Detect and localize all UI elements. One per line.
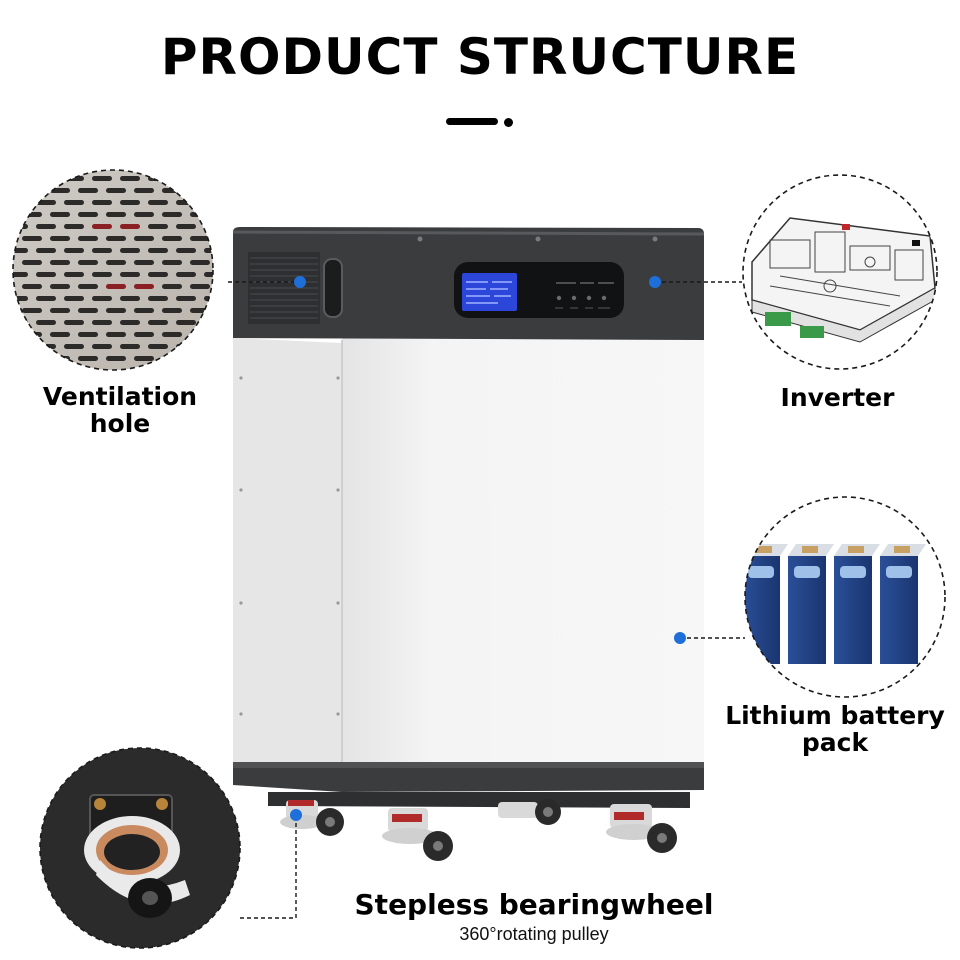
- battery-marker-dot: [674, 632, 686, 644]
- wheel-front-left: [382, 808, 453, 861]
- lcd-text-lines: [466, 281, 512, 304]
- cabinet-side-panel: [233, 338, 342, 790]
- panel-buttons: [556, 295, 607, 301]
- cabinet-base-plate: [268, 792, 690, 808]
- wheel-marker-dot: [290, 809, 302, 821]
- cabinet: [232, 227, 705, 861]
- wheel-label: Stepless bearingwheel: [354, 888, 714, 921]
- ventilation-zoom-image: [13, 170, 213, 370]
- page-title: PRODUCT STRUCTURE: [160, 28, 800, 86]
- inverter-zoom-image: [743, 175, 937, 369]
- battery-label-line2: pack: [801, 728, 869, 757]
- top-screws: [417, 236, 658, 242]
- battery-label: Lithium battery pack: [710, 702, 960, 756]
- callout-ventilation: [12, 169, 306, 371]
- callout-wheel: [39, 747, 302, 949]
- wheel-back-right: [498, 799, 561, 825]
- wheel-sublabel: 360°rotating pulley: [459, 924, 609, 944]
- cabinet-wheels: [280, 799, 677, 861]
- ventilation-label-line1: Ventilation: [42, 382, 198, 411]
- wheel-front-right: [606, 804, 677, 853]
- ventilation-label: Ventilation hole: [10, 383, 230, 437]
- cap-handle: [323, 258, 343, 318]
- lcd-screen: [462, 273, 517, 311]
- wheel-zoom-image: [40, 748, 240, 948]
- callout-battery: [674, 496, 946, 698]
- title-underline-dot: [504, 118, 513, 127]
- title-underline-dash: [446, 118, 498, 125]
- battery-label-line1: Lithium battery: [725, 701, 945, 730]
- inverter-label: Inverter: [780, 383, 895, 412]
- callout-inverter: [649, 174, 938, 370]
- wheel-leader-line: [240, 815, 297, 919]
- cabinet-base: [233, 762, 704, 792]
- inverter-marker-dot: [649, 276, 661, 288]
- cabinet-front-panel: [342, 338, 704, 790]
- ventilation-label-line2: hole: [89, 409, 151, 438]
- side-screws: [239, 376, 340, 716]
- battery-zoom-image: [745, 497, 945, 697]
- ventilation-marker-dot: [294, 276, 306, 288]
